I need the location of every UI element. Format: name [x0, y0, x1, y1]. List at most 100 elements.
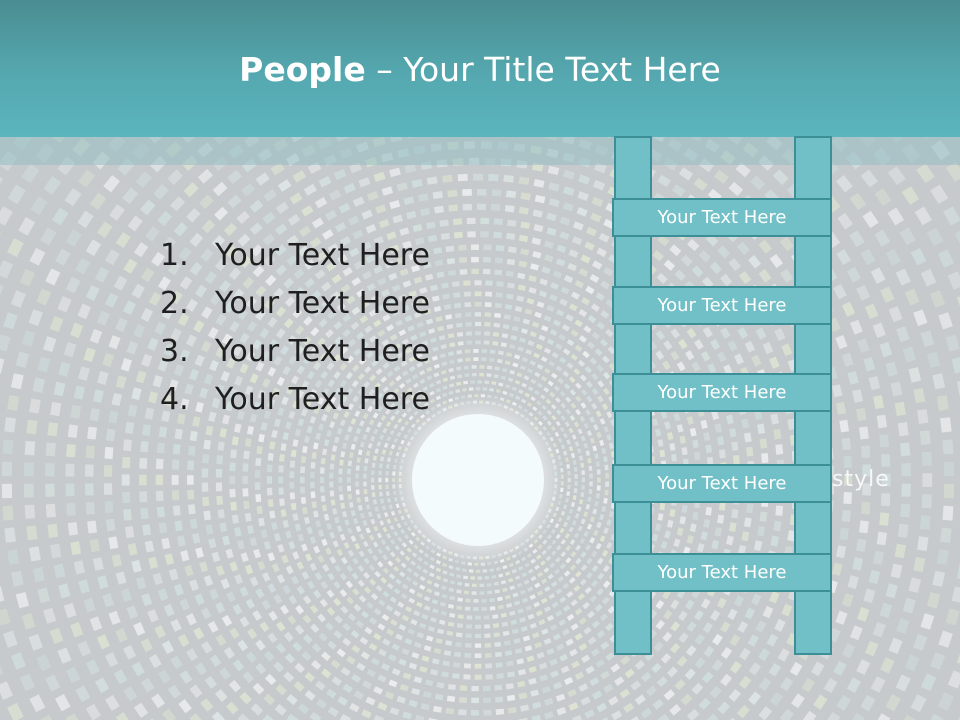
tunnel-tile — [344, 434, 350, 441]
tunnel-tile — [926, 592, 941, 609]
tunnel-tile — [388, 504, 393, 510]
tunnel-tile — [541, 578, 548, 585]
tunnel-tile — [193, 320, 205, 333]
tunnel-tile — [94, 677, 110, 694]
tunnel-tile — [550, 425, 556, 432]
tunnel-tile — [594, 603, 603, 612]
tunnel-tile — [389, 524, 395, 531]
tunnel-tile — [440, 610, 447, 616]
tunnel-tile — [397, 601, 405, 609]
tunnel-tile — [801, 677, 816, 693]
tunnel-tile — [463, 291, 471, 297]
tunnel-tile — [285, 385, 294, 395]
tunnel-tile — [555, 556, 561, 563]
tunnel-tile — [362, 270, 372, 280]
tunnel-tile — [565, 408, 571, 415]
tunnel-tile — [463, 365, 469, 370]
tunnel-tile — [267, 632, 278, 644]
tunnel-tile — [257, 389, 266, 400]
tunnel-tile — [419, 584, 426, 591]
tunnel-tile — [319, 476, 325, 483]
tunnel-tile — [369, 617, 378, 625]
tunnel-tile — [728, 258, 742, 272]
tunnel-tile — [601, 505, 607, 513]
tunnel-tile — [531, 321, 540, 328]
tunnel-tile — [327, 243, 339, 254]
tunnel-tile — [579, 537, 586, 545]
tunnel-tile — [536, 651, 545, 659]
tunnel-tile — [678, 167, 694, 181]
tunnel-tile — [564, 532, 571, 539]
tunnel-tile — [484, 643, 492, 648]
tunnel-tile — [325, 329, 334, 338]
tunnel-tile — [676, 527, 684, 536]
tunnel-tile — [170, 290, 183, 305]
tunnel-tile — [670, 599, 680, 610]
tunnel-tile — [0, 334, 11, 352]
tunnel-tile — [517, 346, 524, 352]
tunnel-tile — [589, 537, 596, 544]
tunnel-tile — [712, 633, 723, 646]
tunnel-tile — [549, 562, 556, 569]
tunnel-tile — [481, 357, 487, 362]
tunnel-tile — [331, 274, 342, 284]
tunnel-tile — [158, 426, 168, 438]
tunnel-tile — [694, 657, 706, 669]
tunnel-tile — [856, 284, 871, 301]
tunnel-tile — [843, 492, 852, 504]
tunnel-tile — [386, 436, 392, 442]
tunnel-tile — [290, 449, 297, 458]
tunnel-tile — [211, 711, 226, 720]
tunnel-tile — [75, 685, 91, 703]
tunnel-tile — [520, 556, 527, 562]
tunnel-tile — [29, 247, 46, 266]
tunnel-tile — [102, 593, 115, 608]
tunnel-tile — [336, 648, 346, 658]
tunnel-tile — [383, 442, 389, 449]
tunnel-tile — [139, 457, 148, 469]
tunnel-tile — [568, 577, 576, 584]
tunnel-tile — [584, 366, 592, 374]
tunnel-tile — [404, 315, 413, 323]
tunnel-tile — [580, 551, 587, 558]
tunnel-tile — [888, 306, 903, 323]
tunnel-tile — [83, 347, 96, 363]
tunnel-tile — [435, 559, 442, 565]
tunnel-tile — [392, 214, 403, 224]
tunnel-tile — [443, 304, 452, 310]
tunnel-tile — [691, 361, 701, 372]
tunnel-tile — [473, 599, 479, 603]
tunnel-tile — [309, 346, 319, 356]
tunnel-tile — [408, 662, 418, 670]
tunnel-tile — [286, 254, 298, 266]
tunnel-tile — [567, 477, 571, 483]
tunnel-tile — [558, 619, 567, 627]
tunnel-tile — [435, 575, 442, 581]
tunnel-tile — [753, 540, 763, 552]
tunnel-tile — [857, 338, 870, 353]
tunnel-tile — [363, 381, 371, 389]
tunnel-tile — [352, 588, 360, 596]
tunnel-tile — [640, 707, 653, 719]
tunnel-tile — [320, 495, 326, 503]
tunnel-tile — [913, 633, 928, 651]
tunnel-tile — [187, 475, 194, 485]
tunnel-tile — [185, 298, 198, 312]
tunnel-tile — [368, 534, 375, 541]
tunnel-tile — [357, 564, 365, 572]
tunnel-tile — [395, 375, 402, 382]
tunnel-tile — [388, 573, 396, 580]
tunnel-tile — [656, 676, 668, 688]
tunnel-tile — [583, 325, 592, 334]
tunnel-tile — [249, 199, 264, 213]
tunnel-tile — [552, 681, 563, 690]
tunnel-tile — [904, 654, 920, 672]
tunnel-tile — [64, 188, 82, 207]
tunnel-tile — [226, 591, 236, 603]
tunnel-tile — [135, 171, 153, 188]
tunnel-tile — [320, 457, 326, 465]
tunnel-tile — [547, 573, 554, 580]
tunnel-tile — [560, 402, 567, 409]
list-text: Your Text Here — [215, 238, 430, 273]
tunnel-tile — [457, 597, 463, 602]
